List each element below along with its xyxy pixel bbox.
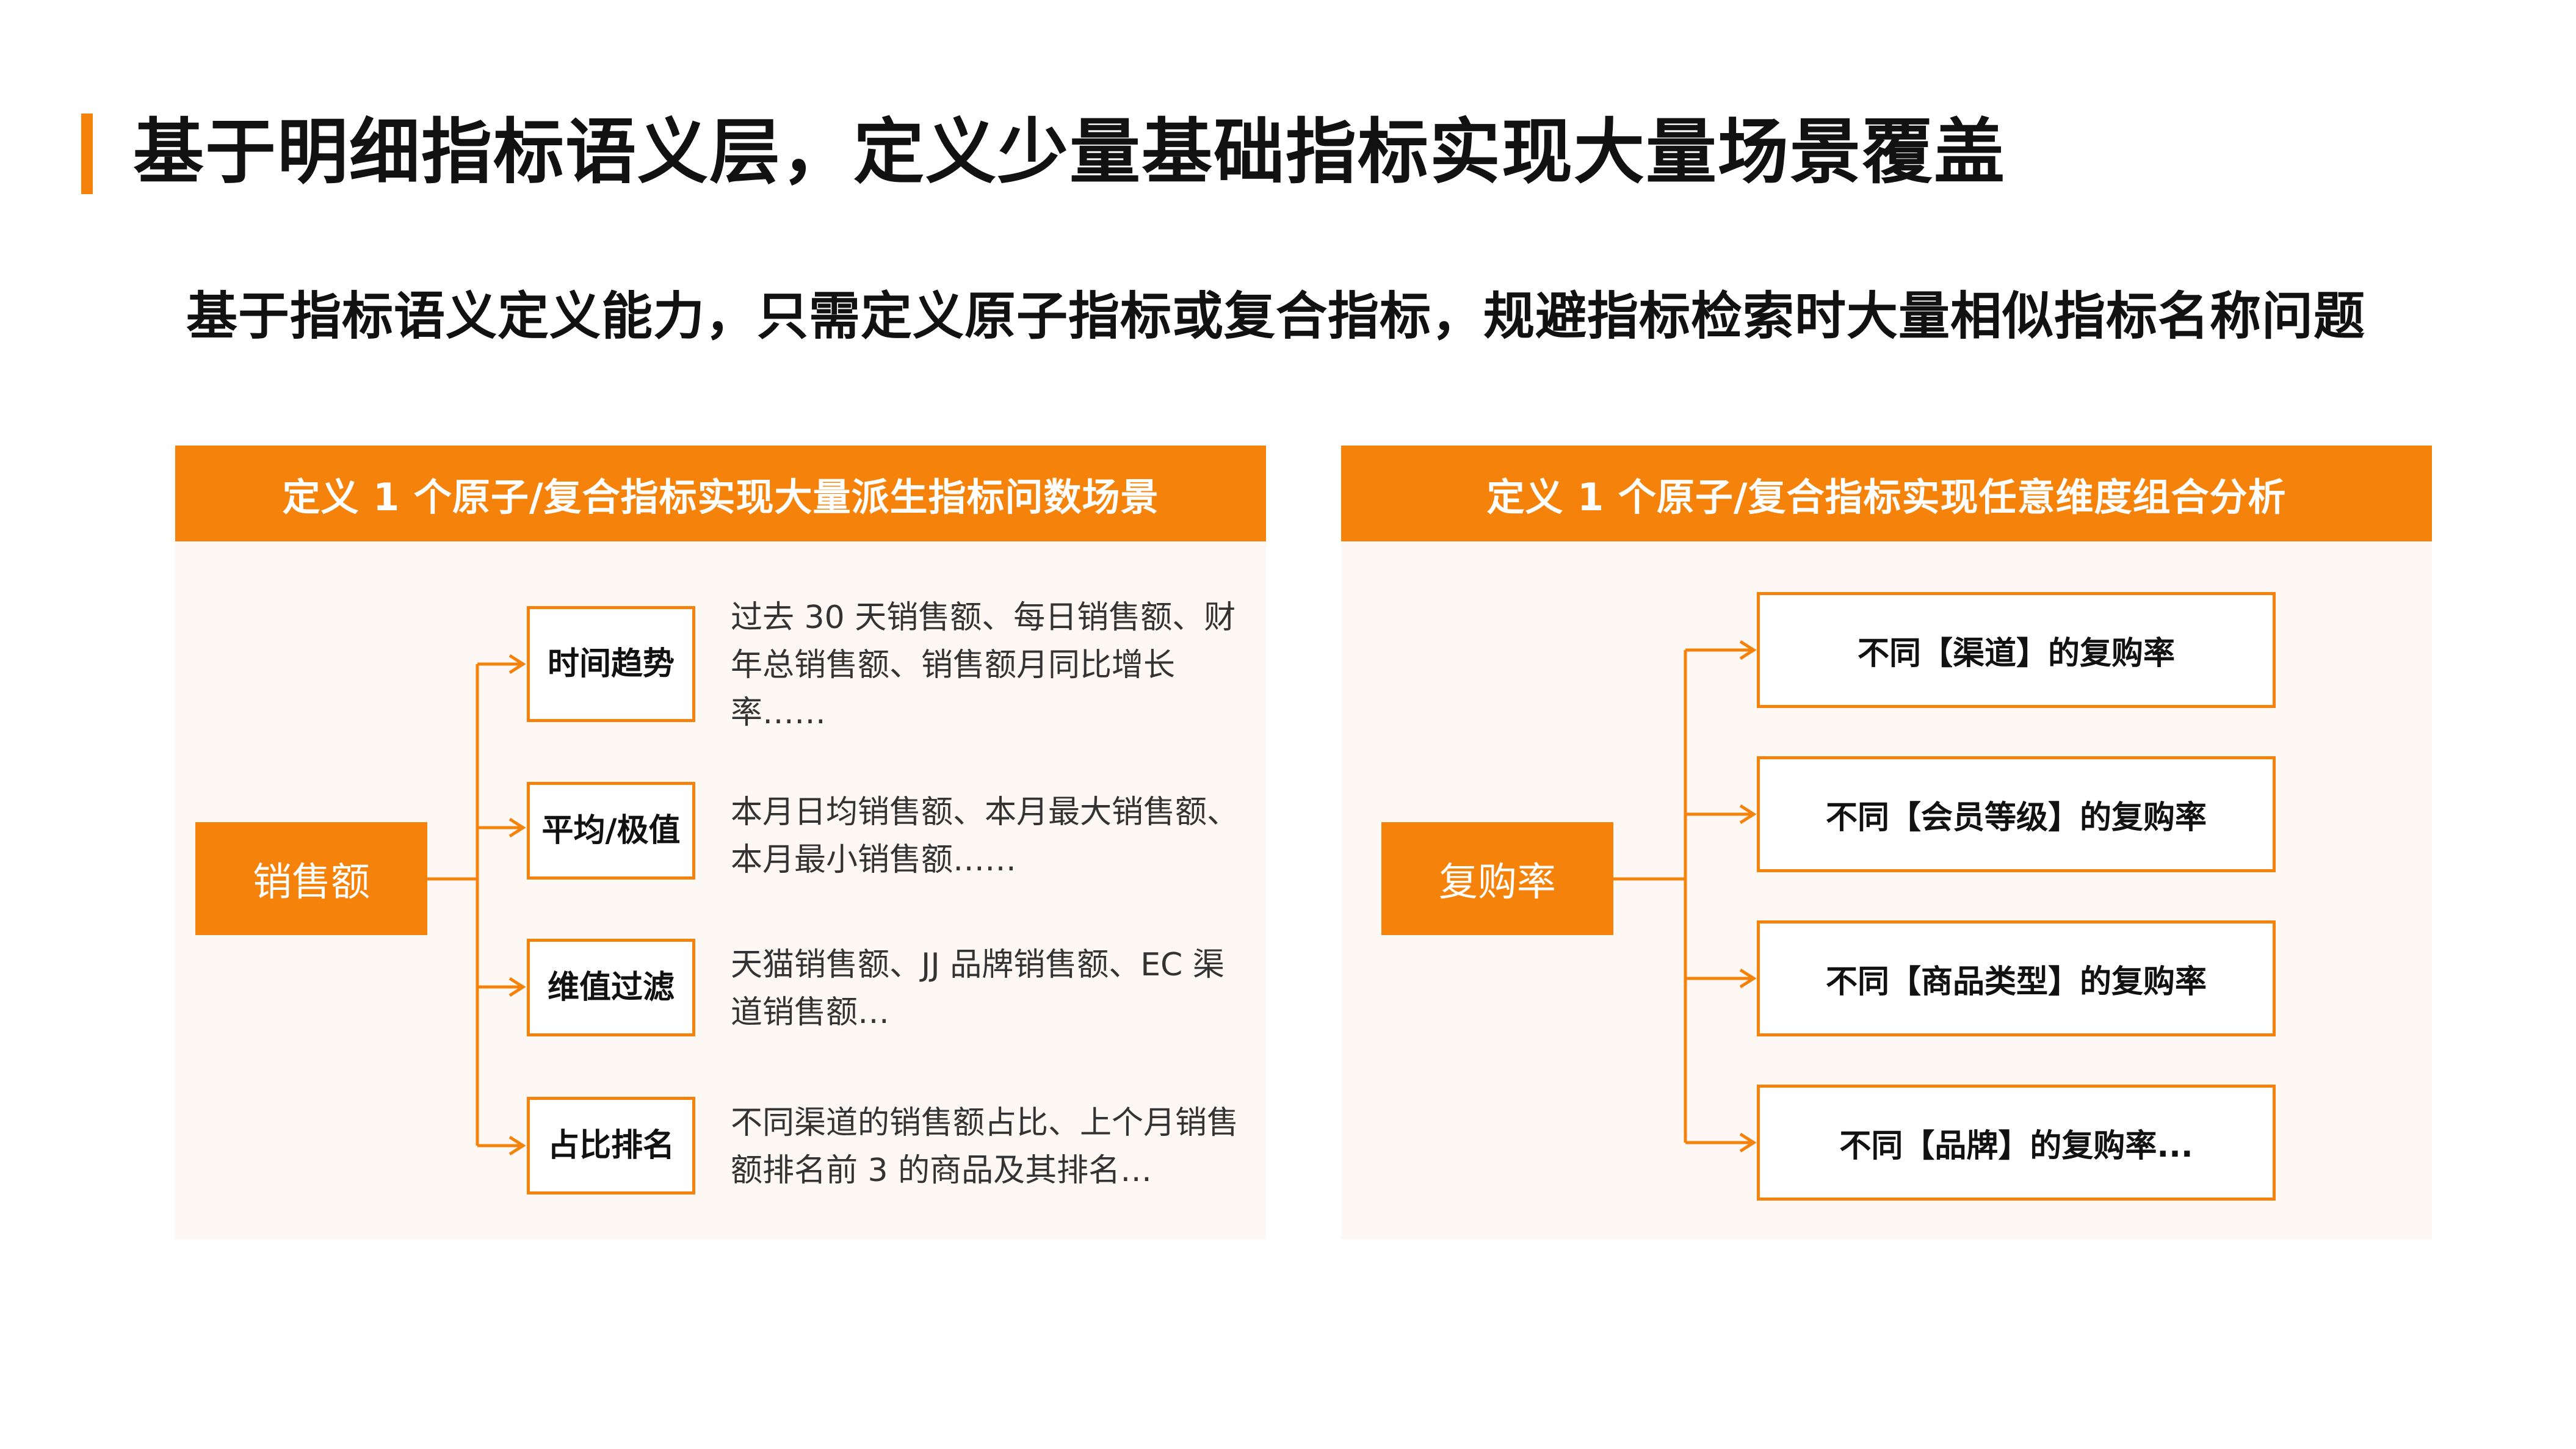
branch-share-ranking-description: 不同渠道的销售额占比、上个月销售额排名前 3 的商品及其排名… xyxy=(731,1105,1239,1189)
left-connector-lines xyxy=(427,654,526,1156)
left-panel: 定义 1 个原子/复合指标实现大量派生指标问数场景 销售额 时间趋势 过去 30… xyxy=(175,446,1266,1239)
right-panel: 定义 1 个原子/复合指标实现任意维度组合分析 复购率 不同【渠道】的复购率 不… xyxy=(1341,446,2432,1239)
branch-by-product-type: 不同【商品类型】的复购率 xyxy=(1757,920,2276,1036)
branch-by-channel: 不同【渠道】的复购率 xyxy=(1757,592,2276,708)
branch-share-ranking: 占比排名 xyxy=(527,1097,695,1194)
right-panel-header: 定义 1 个原子/复合指标实现任意维度组合分析 xyxy=(1341,446,2432,541)
root-node-repurchase-rate: 复购率 xyxy=(1381,822,1613,935)
branch-average-extreme: 平均/极值 xyxy=(527,782,695,880)
branch-value-filter-description: 天猫销售额、JJ 品牌销售额、EC 渠道销售额… xyxy=(731,947,1225,1031)
title-accent-bar xyxy=(81,114,93,194)
branch-by-member-level: 不同【会员等级】的复购率 xyxy=(1757,756,2276,872)
branch-by-brand: 不同【品牌】的复购率... xyxy=(1757,1085,2276,1201)
page-subtitle: 基于指标语义定义能力，只需定义原子指标或复合指标，规避指标检索时大量相似指标名称… xyxy=(186,286,2366,346)
branch-value-filter: 维值过滤 xyxy=(527,939,695,1036)
root-node-sales: 销售额 xyxy=(195,822,427,935)
branch-average-extreme-description: 本月日均销售额、本月最大销售额、本月最小销售额…… xyxy=(731,794,1239,878)
left-panel-header: 定义 1 个原子/复合指标实现大量派生指标问数场景 xyxy=(175,446,1266,541)
right-connector-lines xyxy=(1613,640,1757,1153)
branch-time-trend: 时间趋势 xyxy=(527,606,695,722)
branch-time-trend-description: 过去 30 天销售额、每日销售额、财年总销售额、销售额月同比增长率…… xyxy=(731,599,1236,731)
page-title: 基于明细指标语义层，定义少量基础指标实现大量场景覆盖 xyxy=(133,111,2006,193)
